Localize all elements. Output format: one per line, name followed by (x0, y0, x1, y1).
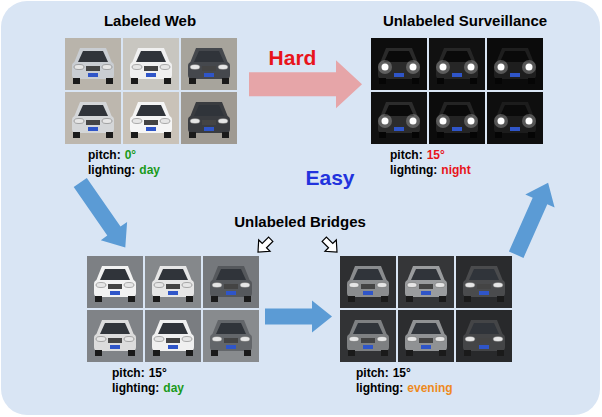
attribute-value: 15° (393, 366, 411, 380)
attribute-line: pitch: 0° (88, 148, 136, 162)
car-figure (436, 102, 478, 138)
car-photo (371, 38, 427, 90)
car-figure (405, 266, 447, 302)
car-photo (145, 310, 201, 362)
car-photo (456, 310, 512, 362)
car-photo (203, 310, 259, 362)
attribute-value: day (163, 381, 184, 395)
car-figure (463, 266, 505, 302)
car-photo (487, 92, 543, 144)
car-figure (405, 320, 447, 356)
car-photo (145, 256, 201, 308)
car-figure (94, 266, 136, 302)
car-photo (181, 92, 237, 144)
car-photo (456, 256, 512, 308)
car-photo (398, 256, 454, 308)
image-group: Labeled Web pitch: 0°lighting: day (56, 6, 244, 180)
attribute-line: lighting: day (112, 381, 184, 395)
image-group: pitch: 15°lighting: day (82, 250, 262, 398)
flow-arrow (509, 183, 555, 258)
car-photo (398, 310, 454, 362)
image-group: pitch: 15°lighting: evening (335, 250, 515, 398)
attribute-value: evening (407, 381, 452, 395)
car-figure (130, 102, 172, 138)
edge-label: Hard (269, 46, 317, 70)
attribute-key: pitch: (390, 148, 423, 162)
attribute-value: 0° (125, 148, 136, 162)
car-photo (340, 256, 396, 308)
attribute-key: lighting: (390, 163, 437, 177)
car-photo (429, 38, 485, 90)
car-photo (340, 310, 396, 362)
car-figure (130, 48, 172, 84)
car-figure (152, 320, 194, 356)
image-group: Unlabeled Surveillance pitch: 15°lighting:… (367, 6, 563, 180)
car-figure (188, 48, 230, 84)
attribute-value: 15° (427, 148, 445, 162)
attribute-line: pitch: 15° (356, 366, 411, 380)
hollow-pointer (252, 234, 276, 258)
car-photo (487, 38, 543, 90)
car-figure (188, 102, 230, 138)
car-photo (371, 92, 427, 144)
car-figure (494, 102, 536, 138)
annotation: Easy (305, 166, 354, 190)
car-figure (494, 48, 536, 84)
attribute-line: lighting: day (88, 163, 160, 177)
car-photo (181, 38, 237, 90)
car-figure (152, 266, 194, 302)
attribute-value: 15° (149, 366, 167, 380)
attribute-line: lighting: night (390, 163, 471, 177)
annotation: Unlabeled Bridges (234, 213, 366, 230)
attribute-key: pitch: (356, 366, 389, 380)
car-photo (203, 256, 259, 308)
attribute-key: lighting: (112, 381, 159, 395)
car-figure (347, 266, 389, 302)
attribute-line: pitch: 15° (112, 366, 167, 380)
group-title: Unlabeled Surveillance (367, 12, 563, 29)
attribute-key: lighting: (356, 381, 403, 395)
car-figure (72, 48, 114, 84)
hollow-pointer (319, 234, 343, 258)
car-photo (123, 38, 179, 90)
flow-arrow (265, 301, 332, 333)
car-photo (65, 92, 121, 144)
flow-arrow (74, 178, 127, 248)
car-photo (65, 38, 121, 90)
attribute-key: pitch: (112, 366, 145, 380)
car-figure (210, 320, 252, 356)
car-figure (210, 266, 252, 302)
car-photo (123, 92, 179, 144)
car-figure (463, 320, 505, 356)
attribute-line: lighting: evening (356, 381, 453, 395)
car-figure (94, 320, 136, 356)
attribute-value: night (441, 163, 470, 177)
car-figure (436, 48, 478, 84)
attribute-key: lighting: (88, 163, 135, 177)
car-figure (347, 320, 389, 356)
attribute-value: day (139, 163, 160, 177)
car-photo (87, 256, 143, 308)
car-figure (378, 48, 420, 84)
attribute-key: pitch: (88, 148, 121, 162)
car-photo (87, 310, 143, 362)
attribute-line: pitch: 15° (390, 148, 445, 162)
car-photo (429, 92, 485, 144)
group-title: Labeled Web (56, 12, 244, 29)
car-figure (378, 102, 420, 138)
car-figure (72, 102, 114, 138)
